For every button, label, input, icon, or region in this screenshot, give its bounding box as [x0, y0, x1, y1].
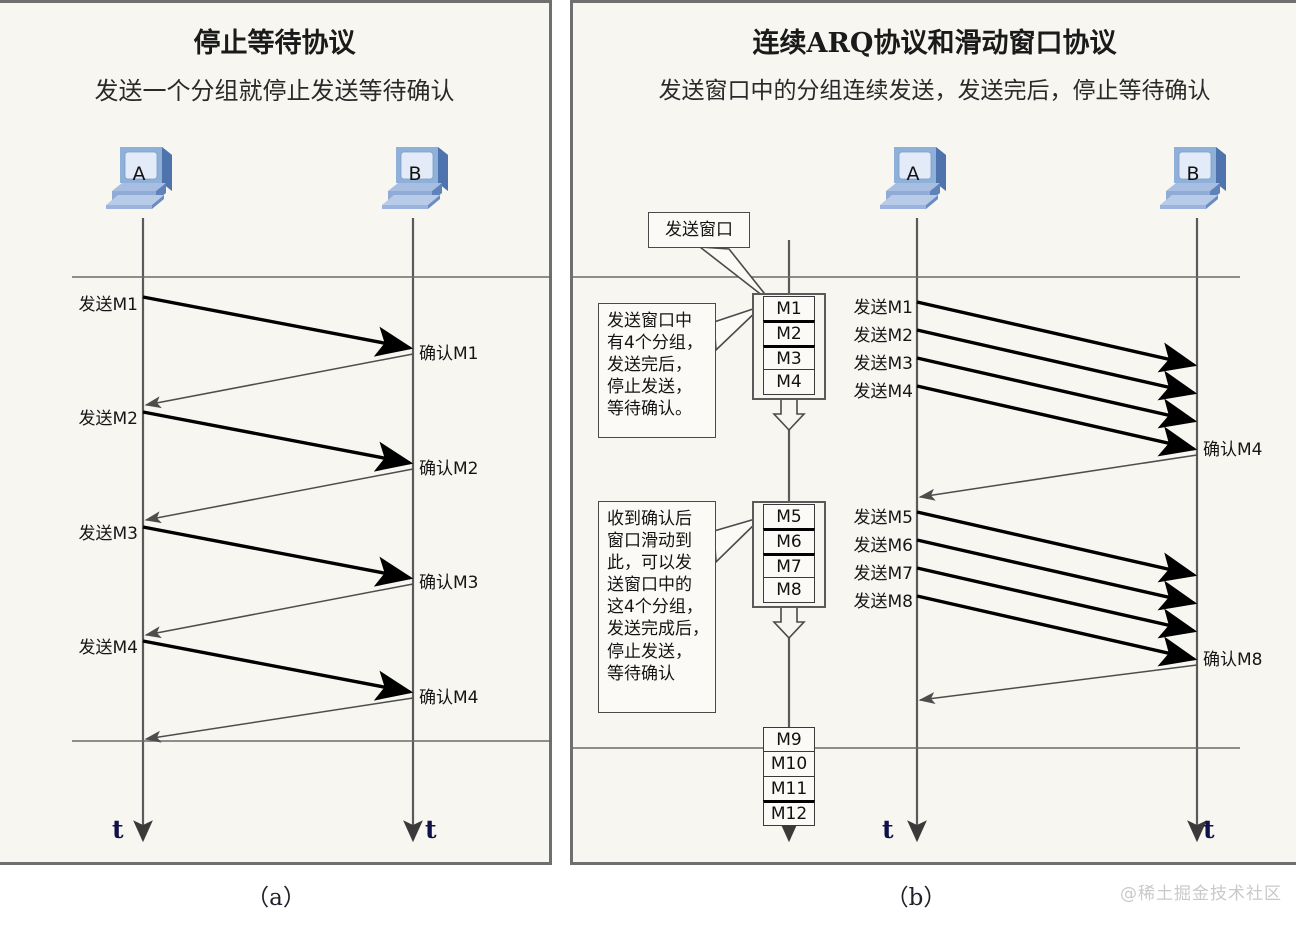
right-ack-label-m8: 确认M8	[1203, 650, 1263, 670]
callout-send-window: 发送窗口	[648, 212, 750, 248]
packet-m5: M5	[763, 504, 815, 530]
computer-icon	[880, 147, 946, 209]
packet-m1: M1	[763, 296, 815, 322]
right-send-label-m2: 发送M2	[853, 326, 913, 346]
host-label-a: A	[132, 163, 146, 185]
packet-m8: M8	[763, 577, 815, 604]
host-icon-a-right: A	[878, 143, 954, 215]
right-panel-title: 连续ARQ协议和滑动窗口协议	[752, 28, 1117, 59]
right-send-label-m7: 发送M7	[853, 564, 913, 584]
packet-m11: M11	[763, 775, 815, 802]
left-ack-label-m3: 确认M3	[419, 573, 479, 593]
computer-icon	[382, 147, 448, 209]
left-send-label-m4: 发送M4	[78, 638, 138, 658]
callout-2-line-8: 等待确认	[607, 663, 675, 684]
packet-m4: M4	[763, 369, 815, 396]
callout-2-line-7: 停止发送，	[607, 641, 692, 662]
callout-1-line-1: 发送窗口中	[607, 311, 692, 331]
left-time-label-b: t	[425, 815, 437, 844]
packet-m12: M12	[763, 800, 815, 827]
callout-1-line-3: 发送完后，	[607, 355, 692, 376]
right-send-label-m5: 发送M5	[853, 508, 913, 528]
packet-m6: M6	[763, 528, 815, 555]
packet-m10: M10	[763, 751, 815, 778]
panel-stop-and-wait: 停止等待协议 发送一个分组就停止发送等待确认	[0, 0, 552, 865]
packet-m3: M3	[763, 344, 815, 371]
packet-m7: M7	[763, 552, 815, 579]
callout-1-line-5: 等待确认。	[607, 399, 692, 420]
right-time-label-b: t	[1203, 815, 1215, 844]
left-panel-subtitle: 发送一个分组就停止发送等待确认	[94, 77, 455, 105]
callout-2-line-6: 发送完成后，	[607, 619, 709, 640]
callout-1-line-4: 停止发送，	[607, 377, 692, 398]
host-label-b: B	[1186, 163, 1200, 185]
right-panel-subtitle: 发送窗口中的分组连续发送，发送完后，停止等待确认	[658, 78, 1211, 104]
packet-m9: M9	[763, 727, 815, 753]
callout-2-line-1: 收到确认后	[607, 509, 692, 529]
callout-2-line-2: 窗口滑动到	[607, 531, 692, 552]
left-panel-caption: （a）	[246, 885, 306, 911]
left-panel-title: 停止等待协议	[193, 28, 356, 59]
callout-2-line-5: 这4个分组，	[607, 597, 703, 618]
right-send-label-m1: 发送M1	[853, 298, 913, 318]
packet-column-2: M5 M6 M7 M8	[763, 504, 815, 604]
host-icon-b-left: B	[380, 143, 456, 215]
left-ack-label-m1: 确认M1	[419, 344, 479, 364]
right-send-label-m8: 发送M8	[853, 592, 913, 612]
host-icon-b-right: B	[1158, 143, 1234, 215]
computer-icon	[1160, 147, 1226, 209]
callout-2-line-3: 此，可以发	[607, 553, 692, 574]
packet-column-3: M9 M10 M11 M12	[763, 727, 815, 827]
left-send-label-m1: 发送M1	[78, 295, 138, 315]
left-ack-label-m4: 确认M4	[419, 688, 479, 708]
right-time-label-a: t	[882, 815, 894, 844]
host-label-a: A	[906, 163, 920, 185]
callout-1-line-2: 有4个分组，	[607, 333, 703, 354]
packet-column-1: M1 M2 M3 M4	[763, 296, 815, 396]
host-label-b: B	[408, 163, 422, 185]
callout-2-line-4: 送窗口中的	[607, 575, 692, 596]
left-time-label-a: t	[112, 815, 124, 844]
packet-m2: M2	[763, 320, 815, 347]
watermark: @稀土掘金技术社区	[1120, 884, 1282, 904]
left-ack-label-m2: 确认M2	[419, 459, 479, 479]
left-send-label-m2: 发送M2	[78, 409, 138, 429]
right-panel-caption: （b）	[885, 885, 947, 911]
left-send-label-m3: 发送M3	[78, 524, 138, 544]
callout-window-explain-2: 收到确认后 窗口滑动到 此，可以发 送窗口中的 这4个分组， 发送完成后， 停止…	[598, 501, 716, 713]
right-ack-label-m4: 确认M4	[1203, 440, 1263, 460]
host-icon-a-left: A	[104, 143, 180, 215]
right-send-label-m4: 发送M4	[853, 382, 913, 402]
callout-window-explain-1: 发送窗口中 有4个分组， 发送完后， 停止发送， 等待确认。	[598, 303, 716, 438]
callout-send-window-text: 发送窗口	[665, 219, 733, 240]
computer-icon	[106, 147, 172, 209]
right-send-label-m6: 发送M6	[853, 536, 913, 556]
right-send-label-m3: 发送M3	[853, 354, 913, 374]
